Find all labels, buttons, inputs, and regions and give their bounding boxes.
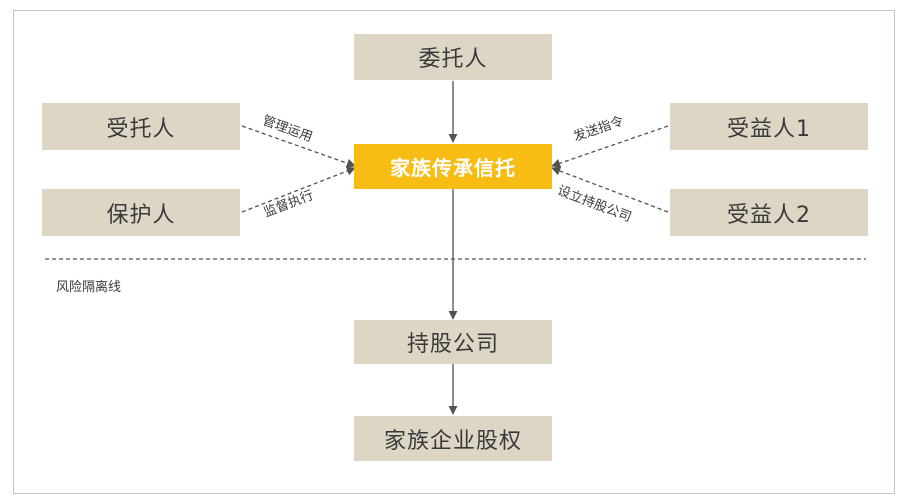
node-family-equity: 家族企业股权 — [354, 416, 552, 461]
node-family-trust: 家族传承信托 — [354, 144, 552, 189]
arrow-protector-to-trust — [241, 166, 356, 213]
node-trustee: 受托人 — [42, 103, 240, 150]
risk-line-label: 风险隔离线 — [56, 280, 122, 295]
node-protector: 保护人 — [42, 189, 240, 236]
node-settlor: 委托人 — [354, 34, 552, 80]
node-holding-company: 持股公司 — [354, 320, 552, 364]
node-beneficiary-1: 受益人1 — [670, 103, 868, 150]
arrow-trustee-to-trust — [241, 125, 356, 168]
node-beneficiary-2: 受益人2 — [670, 189, 868, 236]
